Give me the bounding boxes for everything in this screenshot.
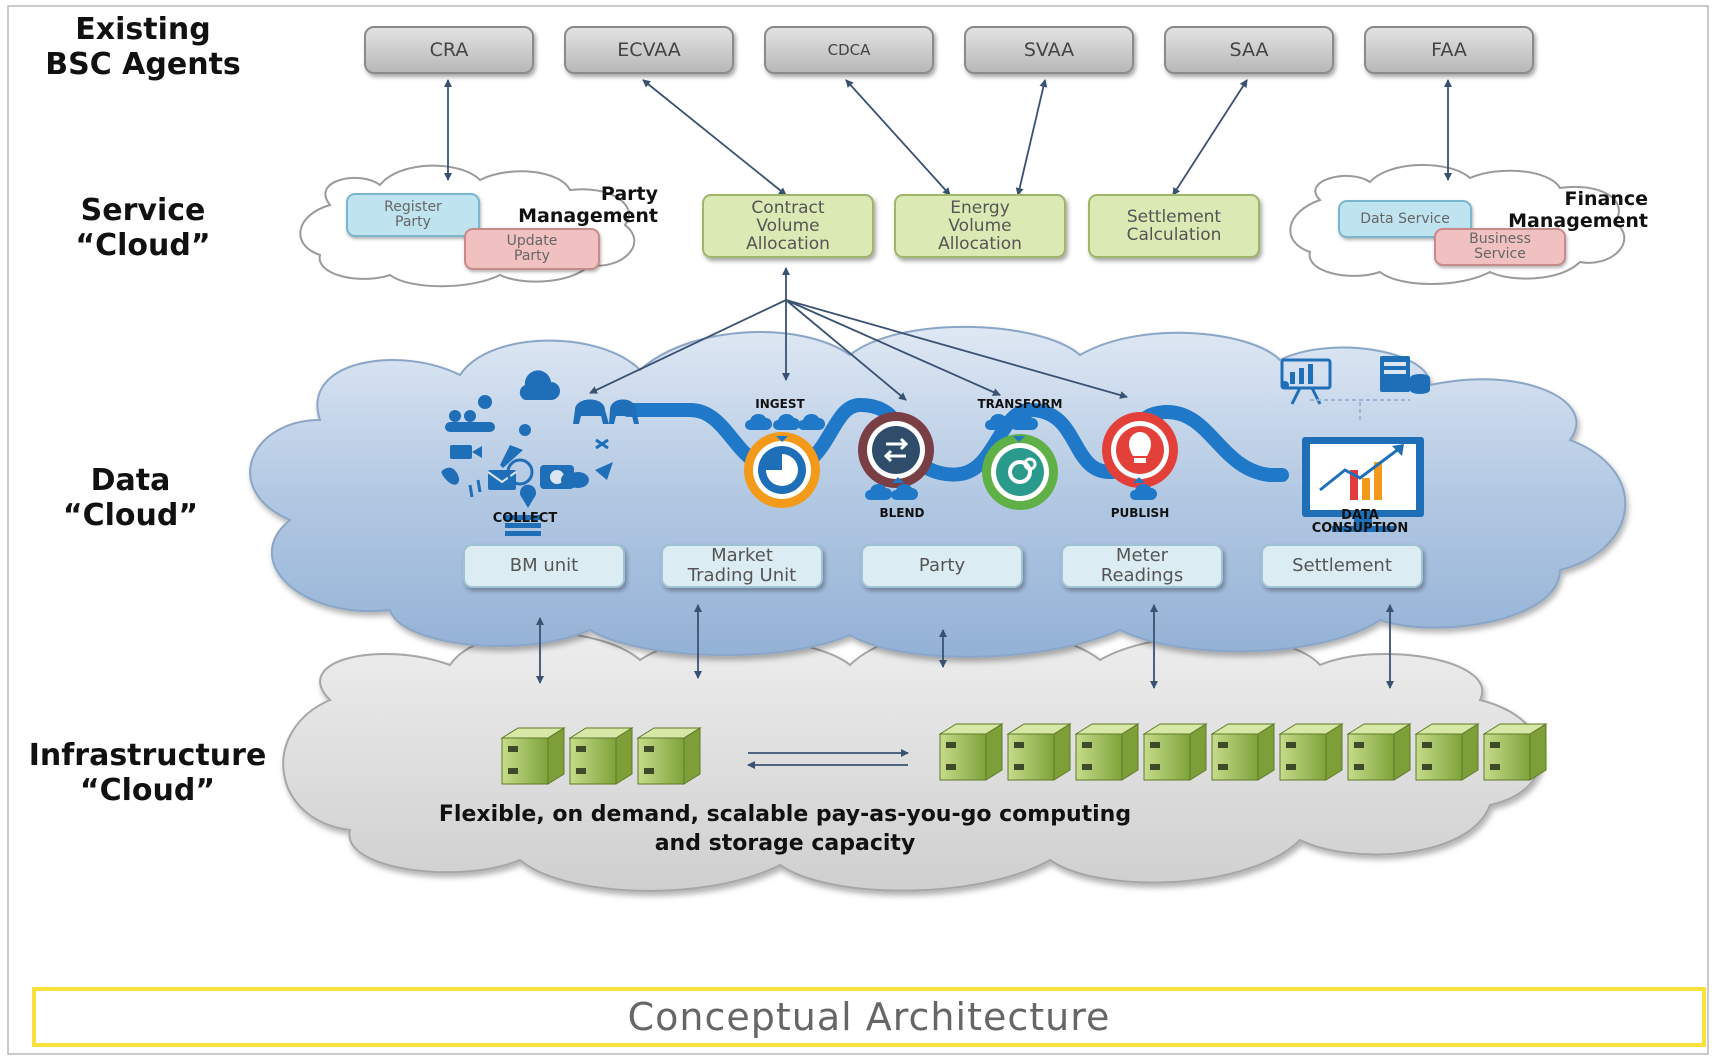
register-party-chip[interactable]: Register Party [346,193,480,237]
consumption-connector [1310,399,1410,420]
entity-market-trading-unit[interactable]: Market Trading Unit [661,544,823,588]
server-group-right [938,723,1548,781]
collect-icon-cluster [441,370,639,536]
stage-label-collect: COLLECT [492,511,558,526]
agent-cdca[interactable]: CDCA [764,26,934,74]
ingest-stage-icon [744,432,820,508]
footer-caption-box: Conceptual Architecture [32,987,1706,1047]
server-icon [938,723,1004,781]
contract-volume-allocation[interactable]: Contract Volume Allocation [702,194,874,258]
database-server-icon [1380,356,1430,394]
data-consumption-icon [1302,437,1424,532]
server-icon [1074,723,1140,781]
stage-label-ingest: INGEST [755,397,805,411]
server-icon [1142,723,1208,781]
update-party-chip[interactable]: Update Party [464,228,600,270]
stage-label-transform: TRANSFORM [977,397,1063,411]
business-service-chip[interactable]: Business Service [1434,228,1566,266]
entity-bm-unit[interactable]: BM unit [463,544,625,588]
agent-svaa[interactable]: SVAA [964,26,1134,74]
party-management-title: Party Management [518,183,658,227]
infrastructure-description: Flexible, on demand, scalable pay-as-you… [438,802,1132,856]
server-icon [500,727,566,785]
presentation-icon [1280,358,1332,405]
entity-party[interactable]: Party [861,544,1023,588]
row-label-service: Service “Cloud” [75,193,211,263]
outer-frame [7,5,1709,1055]
stage-label-consumption: DATA CONSUPTION [1311,508,1409,536]
stage-mini-icons [745,413,1157,500]
row-label-infrastructure: Infrastructure “Cloud” [28,738,267,808]
settlement-calculation[interactable]: Settlement Calculation [1088,194,1260,258]
server-icon [1278,723,1344,781]
server-icon [1346,723,1412,781]
energy-volume-allocation[interactable]: Energy Volume Allocation [894,194,1066,258]
transform-stage-icon [982,434,1058,510]
server-group-left [500,727,702,785]
agent-faa[interactable]: FAA [1364,26,1534,74]
server-icon [1482,723,1548,781]
agent-service-connectors [444,79,1452,196]
server-icon [636,727,702,785]
service-data-connectors [589,267,1128,401]
server-icon [1006,723,1072,781]
agent-cra[interactable]: CRA [364,26,534,74]
agent-saa[interactable]: SAA [1164,26,1334,74]
row-label-data: Data “Cloud” [62,463,199,533]
finance-management-title: Finance Management [1508,188,1648,232]
blend-stage-icon [858,412,934,488]
entity-settlement[interactable]: Settlement [1261,544,1423,588]
data-infrastructure-connectors [536,604,1394,689]
row-label-agents: Existing BSC Agents [45,12,241,82]
stage-label-publish: PUBLISH [1110,506,1170,520]
footer-caption: Conceptual Architecture [627,995,1111,1039]
stage-label-blend: BLEND [879,506,925,520]
entity-meter-readings[interactable]: Meter Readings [1061,544,1223,588]
agent-ecvaa[interactable]: ECVAA [564,26,734,74]
server-icon [1414,723,1480,781]
publish-stage-icon [1102,412,1178,488]
server-icon [1210,723,1276,781]
server-icon [568,727,634,785]
server-sync-arrows [747,749,909,769]
